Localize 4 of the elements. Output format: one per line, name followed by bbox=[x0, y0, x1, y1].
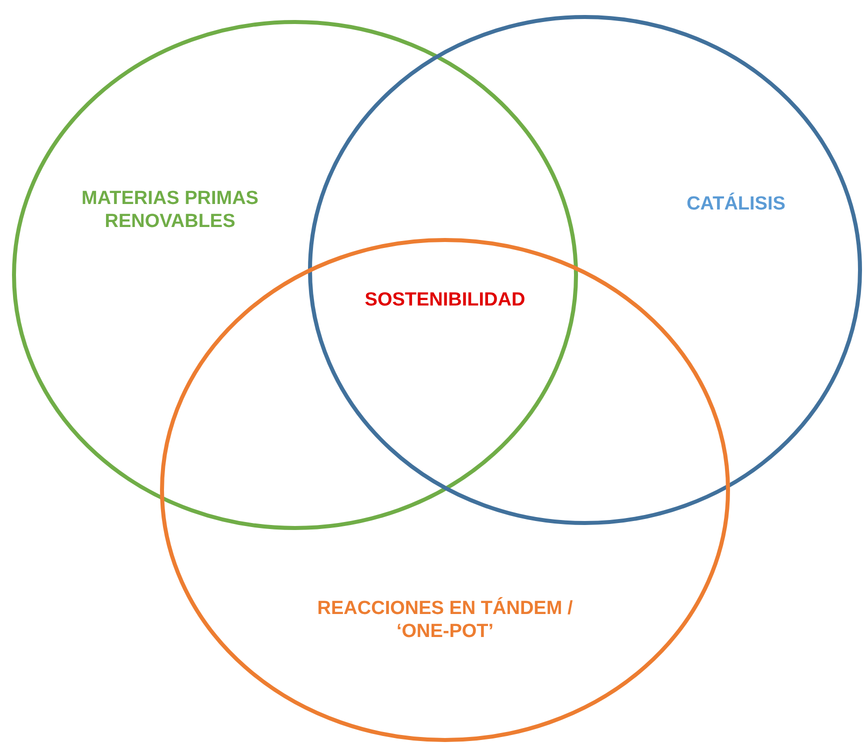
center-label: SOSTENIBILIDAD bbox=[364, 288, 526, 312]
circle-label: MATERIAS PRIMAS RENOVABLES bbox=[80, 187, 260, 233]
circle-label: CATÁLISIS bbox=[686, 192, 786, 216]
circle-label: REACCIONES EN TÁNDEM / ‘ONE-POT’ bbox=[316, 597, 574, 643]
